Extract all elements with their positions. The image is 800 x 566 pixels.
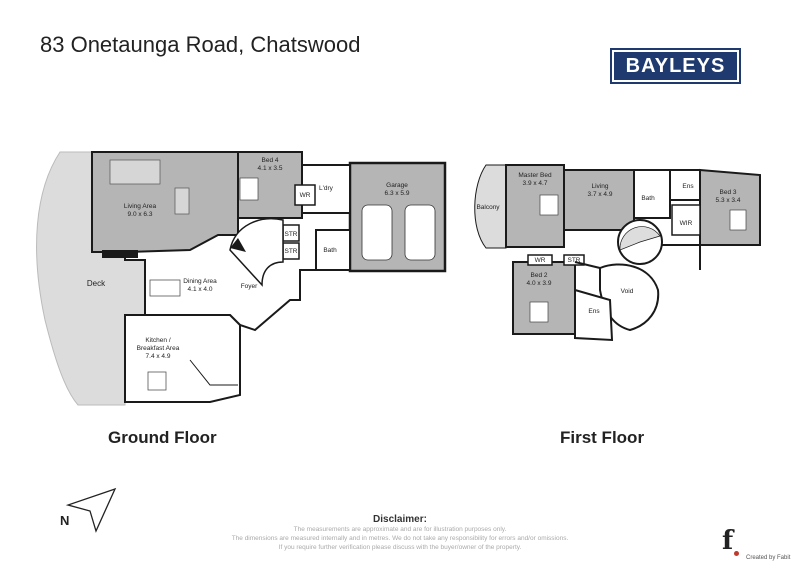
gf-kitchen-label2: Breakfast Area (137, 345, 180, 352)
gf-kitchen-label: Kitchen / (145, 337, 170, 344)
ff-living (563, 169, 635, 231)
ff-bed3 (699, 168, 761, 246)
ff-bed2-label: Bed 2 (531, 272, 548, 279)
fabit-logo: f (722, 526, 734, 556)
ff-bath-label: Bath (641, 195, 655, 202)
gf-kitchen (124, 314, 241, 403)
bayleys-logo: BAYLEYS (610, 48, 741, 84)
ff-bed3-label: Bed 3 (720, 189, 737, 196)
gf-stair (229, 218, 284, 287)
ff-ens-bottom-label: Ens (588, 308, 600, 315)
ff-master-size: 3.9 x 4.7 (523, 180, 548, 187)
disclaimer-line: If you require further verification plea… (278, 544, 522, 551)
disclaimer: Disclaimer: The measurements are approxi… (200, 514, 600, 552)
north-label: N (60, 513, 70, 528)
ff-living-size: 3.7 x 4.9 (588, 191, 613, 198)
ff-balcony (474, 164, 507, 249)
gf-bed4-size: 4.1 x 3.5 (258, 165, 283, 172)
gf-bath (315, 229, 351, 271)
gf-foyer-label: Foyer (241, 283, 258, 290)
gf-dining-size: 4.1 x 4.0 (188, 286, 213, 293)
disclaimer-line: The dimensions are measured internally a… (231, 535, 569, 542)
ff-bed3-size: 5.3 x 3.4 (716, 197, 741, 204)
gf-garage-size: 6.3 x 5.9 (385, 190, 410, 197)
gf-deck-label: Deck (87, 279, 106, 288)
gf-living-label: Living Area (124, 203, 157, 210)
ground-floor-label: Ground Floor (108, 428, 217, 447)
gf-garage-label: Garage (386, 182, 408, 189)
ff-bath (633, 169, 671, 219)
ff-master-label: Master Bed (518, 172, 552, 179)
gf-bath-label: Bath (323, 247, 337, 254)
fabit-dot-icon (734, 551, 739, 556)
ff-wr-label: WR (535, 257, 546, 264)
gf-ldry-label: L'dry (319, 185, 334, 192)
fabit-credit: Created by Fabit (746, 555, 791, 561)
ff-void-label: Void (621, 288, 634, 295)
gf-living-size: 9.0 x 6.3 (128, 211, 153, 218)
ff-balcony-label: Balcony (476, 204, 500, 211)
ff-living-label: Living (592, 183, 609, 190)
ff-str-label: STR (568, 257, 581, 264)
gf-kitchen-size: 7.4 x 4.9 (146, 353, 171, 360)
gf-wr-label: WR (300, 192, 311, 199)
disclaimer-line: The measurements are approximate and are… (293, 526, 507, 533)
disclaimer-heading: Disclaimer: (373, 514, 427, 525)
ff-ens-bottom (574, 288, 614, 342)
page-title: 83 Onetaunga Road, Chatswood (40, 32, 361, 57)
first-floor-label: First Floor (560, 428, 645, 447)
north-arrow-icon (65, 487, 117, 533)
gf-dining-label: Dining Area (183, 278, 217, 285)
gf-str1-label: STR (285, 231, 298, 238)
gf-str2-label: STR (285, 248, 298, 255)
ff-bed2-size: 4.0 x 3.9 (527, 280, 552, 287)
ff-wir-label: WIR (680, 220, 693, 227)
gf-bed4-label: Bed 4 (262, 157, 279, 164)
ff-ens-top-label: Ens (682, 183, 694, 190)
